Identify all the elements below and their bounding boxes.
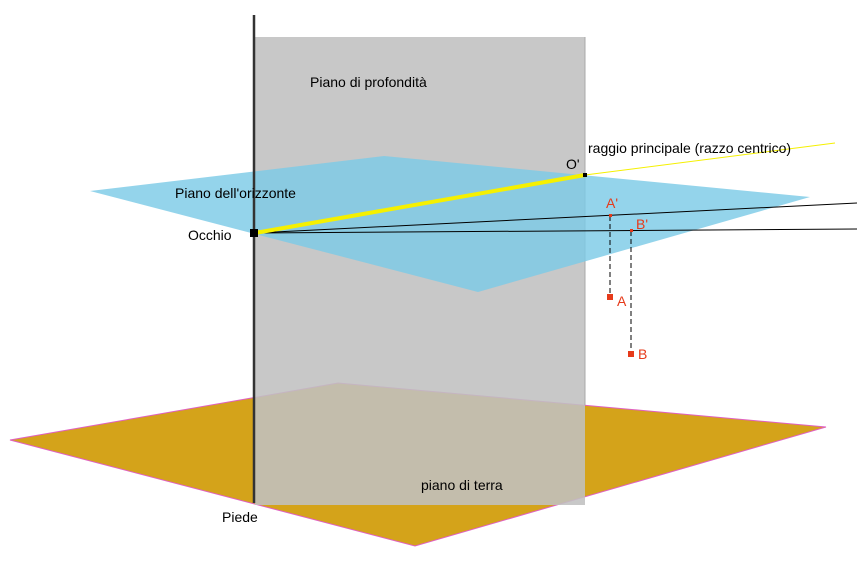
principal-ray-label: raggio principale (razzo centrico) (588, 140, 791, 156)
principal-point-marker (583, 173, 587, 177)
principal-ray-thick (254, 173, 586, 235)
principal-ray-extension (584, 142, 836, 176)
principal-point-label: O' (566, 156, 580, 172)
point-b-proj-marker (630, 229, 633, 232)
point-b-proj-label: B' (636, 216, 648, 232)
eye-label: Occhio (188, 227, 232, 243)
point-b-label: B (638, 346, 647, 362)
point-a-proj-marker (609, 214, 612, 217)
depth-plane-label: Piano di profondità (310, 74, 427, 90)
foot-label: Piede (222, 509, 258, 525)
horizon-plane-label: Piano dell'orizzonte (175, 185, 296, 201)
ground-plane-label: piano di terra (421, 477, 503, 493)
point-a-proj-label: A' (606, 195, 618, 211)
point-a-marker (607, 294, 613, 300)
visual-ray-lower (254, 228, 857, 234)
visual-ray-upper (254, 202, 857, 234)
point-b-marker (628, 351, 634, 357)
point-a-label: A (617, 293, 627, 309)
horizon-plane (90, 156, 810, 292)
eye-point (250, 229, 258, 237)
